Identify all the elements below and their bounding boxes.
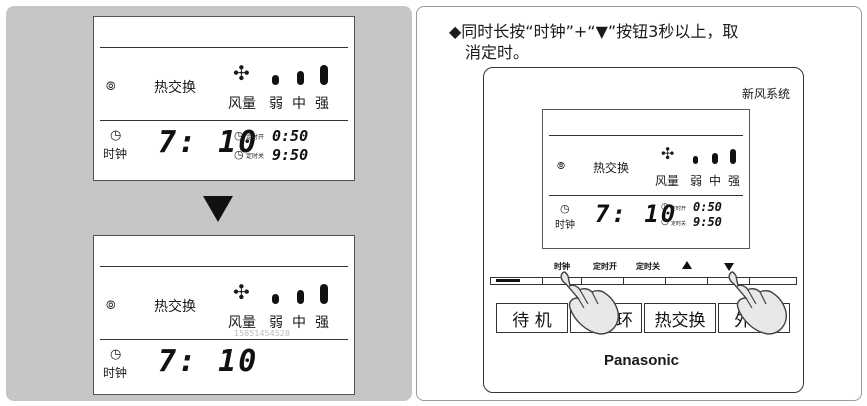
speed-strong-label: 强	[728, 174, 741, 188]
speed-strong-bar	[320, 284, 328, 304]
clock-button-label: 时钟	[554, 262, 570, 271]
fan-icon: ✣	[233, 61, 250, 85]
timer-off-button-label: 定时关	[636, 262, 660, 271]
clock-button[interactable]	[542, 277, 582, 285]
timer-off-button[interactable]	[624, 277, 666, 285]
speed-weak-bar	[272, 75, 279, 85]
clock-label: 时钟	[103, 366, 128, 380]
fan-label: 风量	[228, 96, 256, 112]
speed-mid-label: 中	[292, 96, 306, 112]
standby-button[interactable]: 待 机	[496, 303, 568, 333]
timer-off-label: 定时关	[671, 221, 687, 227]
clock-icon: ◷	[110, 347, 122, 362]
speed-mid-bar	[712, 153, 718, 164]
speed-weak-bar	[272, 294, 279, 304]
mode-label: 热交换	[154, 299, 196, 315]
fan-icon: ✣	[233, 280, 250, 304]
system-name: 新风系统	[742, 87, 791, 101]
mode-label: 热交换	[593, 161, 630, 175]
pressing-hand-icon	[728, 271, 787, 335]
heat-icon: ⦾	[557, 161, 565, 172]
time-display: 7: 10	[158, 125, 259, 160]
speed-mid-label: 中	[292, 315, 306, 331]
timer-on-button-label: 定时开	[593, 262, 617, 271]
speed-weak-label: 弱	[269, 96, 283, 112]
timer-on-icon: ◷	[661, 202, 669, 212]
up-button[interactable]	[666, 277, 708, 285]
pressing-hand-icon	[560, 271, 619, 335]
timer-off-time: 9:50	[693, 215, 722, 229]
speed-strong-bar	[730, 149, 736, 164]
timer-on-label: 定时开	[671, 206, 687, 212]
speed-weak-label: 弱	[269, 315, 283, 331]
instruction-line-1: ◆同时长按“时钟”+“▼”按钮3秒以上，取	[449, 22, 739, 41]
fan-label: 风量	[655, 174, 680, 188]
timer-on-button[interactable]	[582, 277, 624, 285]
indicator-light	[496, 279, 520, 282]
before-after-panel: ⦾ 热交换 ✣ 风量 弱 中 强 ◷ 时钟 7: 10 ◷ 定时开 0:50 ◷…	[6, 6, 412, 401]
heat-exchange-button[interactable]: 热交换	[644, 303, 716, 333]
clock-icon: ◷	[110, 128, 122, 143]
watermark: 15851454528	[234, 329, 290, 338]
speed-weak-label: 弱	[690, 174, 703, 188]
speed-strong-bar	[320, 65, 328, 85]
instruction-line-2: 消定时。	[465, 43, 530, 62]
speed-weak-bar	[693, 156, 698, 164]
timer-off-label: 定时关	[246, 153, 265, 160]
clock-label: 时钟	[555, 220, 575, 231]
heat-icon: ⦾	[106, 79, 116, 93]
lcd-display-after: ⦾ 热交换 ✣ 风量 弱 中 强 15851454528 ◷ 时钟 7: 10	[93, 235, 355, 395]
instruction-panel: ◆同时长按“时钟”+“▼”按钮3秒以上，取 消定时。 新风系统 ⦾ 热交换 ✣ …	[416, 6, 862, 401]
timer-off-time: 9:50	[272, 146, 309, 164]
brand-logo: Panasonic	[604, 352, 680, 369]
remote-controller: 新风系统 ⦾ 热交换 ✣ 风量 弱 中 强 ◷ 时钟 7: 10 ◷ 定时开 0…	[483, 67, 804, 393]
time-display: 7: 10	[158, 344, 259, 379]
speed-mid-bar	[297, 290, 304, 304]
clock-label: 时钟	[103, 147, 128, 161]
up-arrow-icon	[682, 261, 692, 269]
timer-off-icon: ◷	[234, 148, 244, 161]
arrow-down-icon	[203, 196, 233, 222]
speed-strong-label: 强	[315, 315, 329, 331]
down-arrow-icon	[724, 263, 734, 271]
fan-icon: ✣	[661, 144, 675, 163]
function-button-strip	[490, 277, 797, 285]
down-button[interactable]	[708, 277, 750, 285]
heat-icon: ⦾	[106, 298, 116, 312]
mode-label: 热交换	[154, 80, 196, 96]
lcd-display-before: ⦾ 热交换 ✣ 风量 弱 中 强 ◷ 时钟 7: 10 ◷ 定时开 0:50 ◷…	[93, 16, 355, 181]
time-display: 7: 10	[595, 200, 678, 228]
timer-off-icon: ◷	[661, 217, 669, 227]
speed-strong-label: 强	[315, 96, 329, 112]
controller-lcd: ⦾ 热交换 ✣ 风量 弱 中 强 ◷ 时钟 7: 10 ◷ 定时开 0:50 ◷…	[542, 109, 750, 249]
timer-on-time: 0:50	[272, 127, 309, 145]
timer-on-label: 定时开	[246, 134, 265, 141]
clock-icon: ◷	[560, 202, 570, 215]
timer-on-time: 0:50	[693, 200, 722, 214]
fan-label: 风量	[228, 315, 256, 331]
timer-on-icon: ◷	[234, 129, 244, 142]
speed-mid-bar	[297, 71, 304, 85]
speed-mid-label: 中	[709, 174, 722, 188]
